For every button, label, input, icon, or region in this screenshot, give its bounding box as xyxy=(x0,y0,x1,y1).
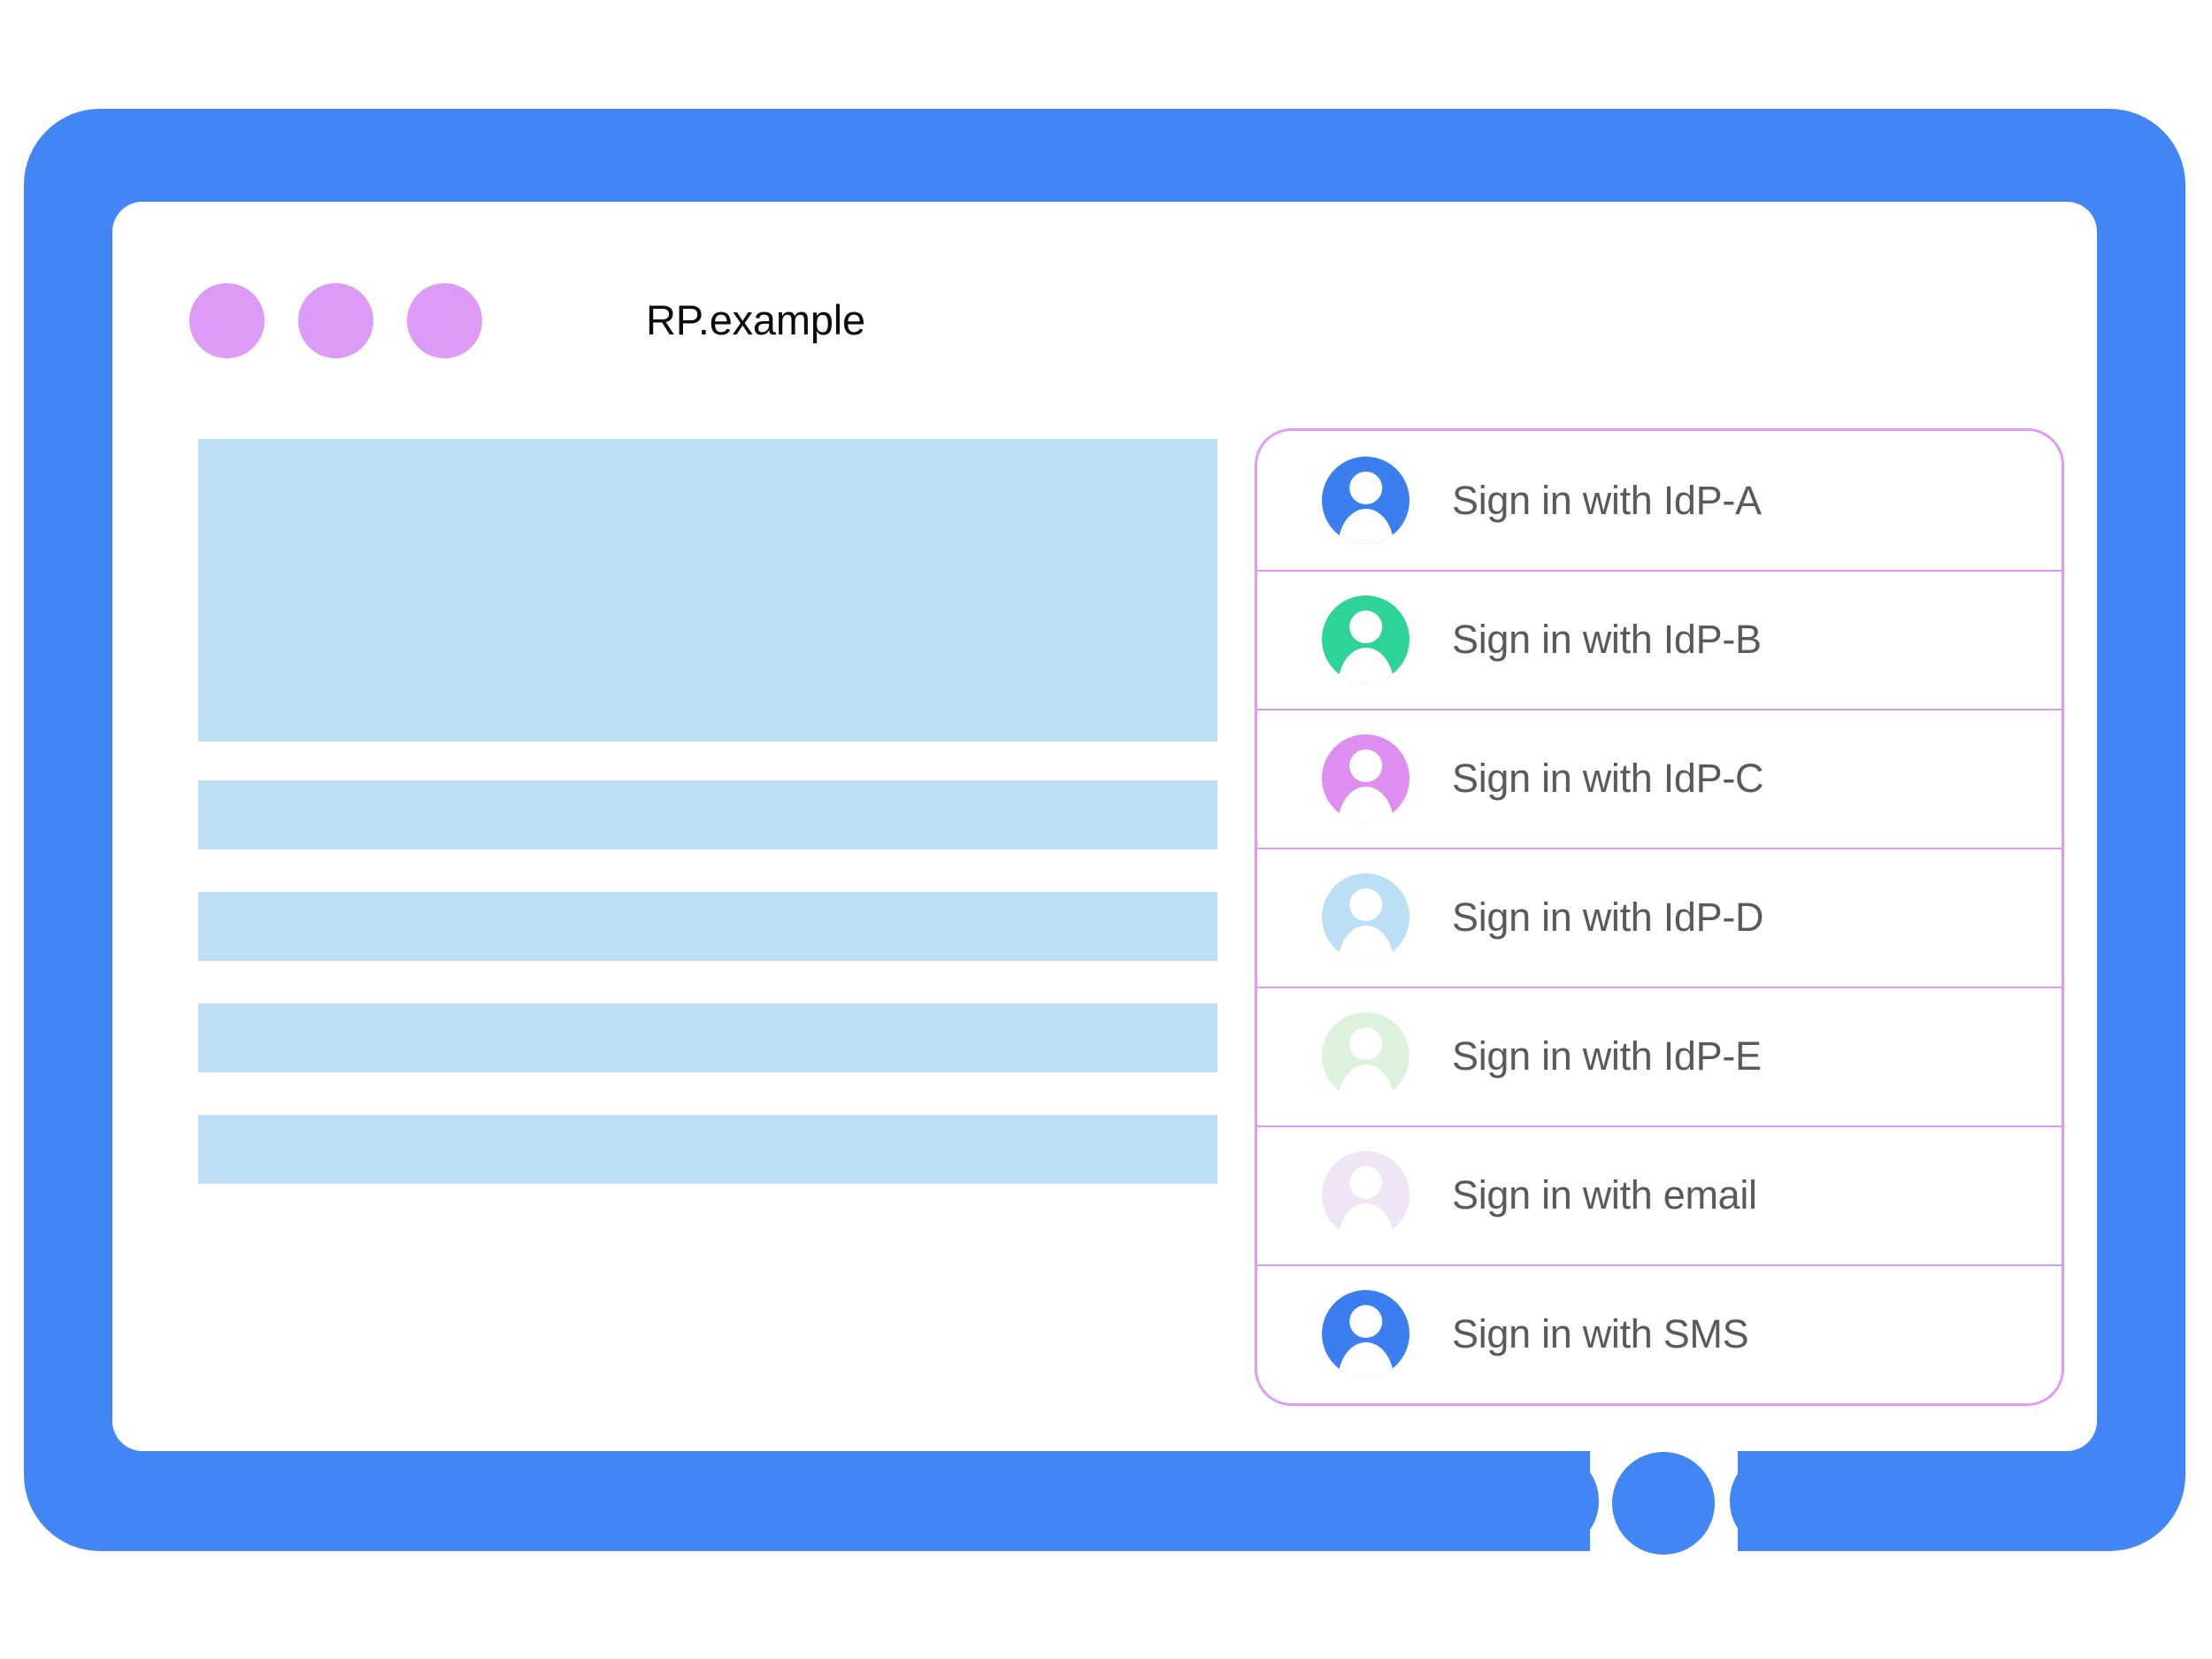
avatar-body xyxy=(1337,1342,1394,1378)
account-row[interactable]: Sign in with IdP-A xyxy=(1257,431,2062,570)
account-chooser-dialog: Sign in with IdP-A Sign in with IdP-B Si… xyxy=(1255,428,2064,1406)
person-avatar-icon xyxy=(1322,1012,1409,1100)
window-dot-minimize-icon[interactable] xyxy=(298,283,373,358)
window-dot-close-icon[interactable] xyxy=(189,283,265,358)
avatar-body xyxy=(1337,509,1394,544)
person-avatar-icon xyxy=(1322,595,1409,683)
account-label: Sign in with SMS xyxy=(1452,1310,1749,1356)
account-label: Sign in with IdP-E xyxy=(1452,1033,1762,1079)
page-title: RP.example xyxy=(646,296,865,343)
person-avatar-icon xyxy=(1322,734,1409,822)
account-label: Sign in with IdP-B xyxy=(1452,616,1762,662)
home-button[interactable] xyxy=(1612,1452,1715,1555)
frame-bottom-bar-right xyxy=(1730,1451,2101,1551)
person-avatar-icon xyxy=(1322,873,1409,961)
account-row[interactable]: Sign in with email xyxy=(1257,1125,2062,1264)
avatar-head xyxy=(1348,610,1383,644)
avatar-head xyxy=(1348,471,1383,505)
text-line-placeholder-3 xyxy=(198,1003,1217,1072)
text-line-placeholder-1 xyxy=(198,780,1217,849)
window-controls xyxy=(189,283,482,358)
avatar-head xyxy=(1348,749,1383,783)
hero-placeholder xyxy=(198,439,1217,741)
avatar-body xyxy=(1337,787,1394,822)
account-row[interactable]: Sign in with SMS xyxy=(1257,1264,2062,1403)
avatar-body xyxy=(1337,926,1394,961)
content-skeleton xyxy=(198,439,1217,1184)
person-avatar-icon xyxy=(1322,1290,1409,1378)
account-row[interactable]: Sign in with IdP-E xyxy=(1257,987,2062,1125)
text-line-placeholder-2 xyxy=(198,892,1217,961)
account-row[interactable]: Sign in with IdP-B xyxy=(1257,570,2062,709)
avatar-head xyxy=(1348,1026,1383,1061)
account-label: Sign in with IdP-C xyxy=(1452,755,1764,801)
frame-bottom-bar-left xyxy=(112,1451,1599,1551)
account-row[interactable]: Sign in with IdP-D xyxy=(1257,848,2062,987)
avatar-head xyxy=(1348,1304,1383,1339)
avatar-body xyxy=(1337,1203,1394,1239)
account-label: Sign in with IdP-A xyxy=(1452,477,1762,523)
person-avatar-icon xyxy=(1322,457,1409,544)
person-avatar-icon xyxy=(1322,1151,1409,1239)
avatar-body xyxy=(1337,648,1394,683)
account-row[interactable]: Sign in with IdP-C xyxy=(1257,709,2062,848)
account-label: Sign in with IdP-D xyxy=(1452,894,1764,940)
window-dot-maximize-icon[interactable] xyxy=(407,283,482,358)
avatar-head xyxy=(1348,1165,1383,1200)
text-line-placeholder-4 xyxy=(198,1115,1217,1184)
avatar-body xyxy=(1337,1064,1394,1100)
avatar-head xyxy=(1348,887,1383,922)
account-label: Sign in with email xyxy=(1452,1171,1757,1217)
